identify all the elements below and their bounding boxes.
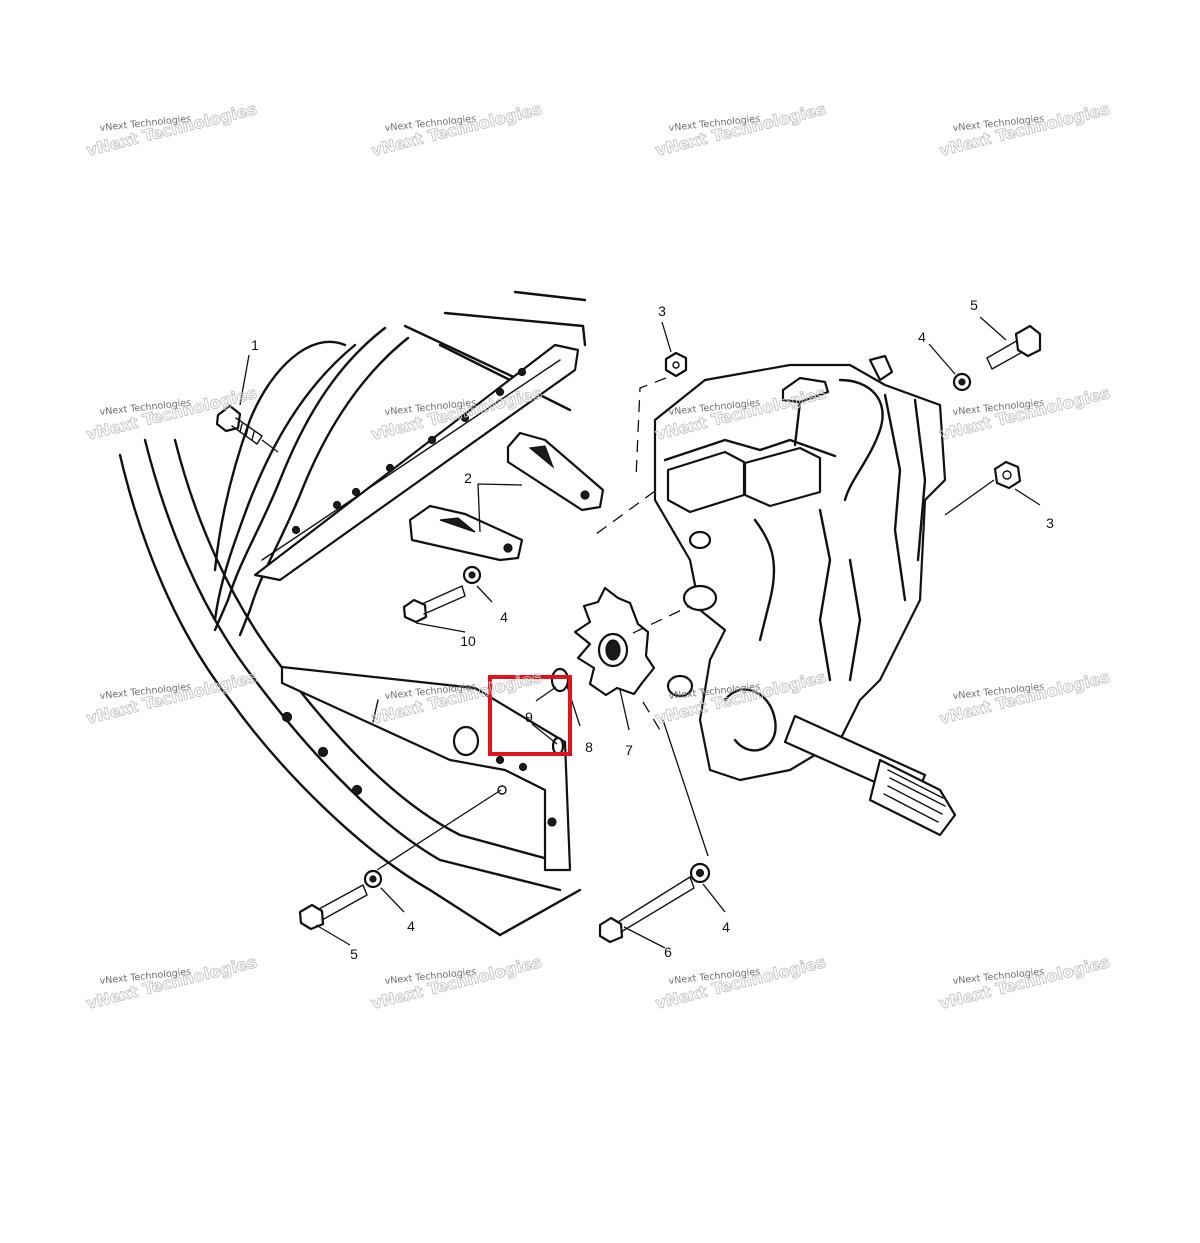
watermark: vNext Technologies vNext Technologies [653,952,828,1014]
watermark: vNext Technologies vNext Technologies [937,952,1112,1014]
callout-3-top: 3 [658,303,666,319]
bolt-5a [986,324,1042,370]
watermark: vNext Technologies vNext Technologies [369,952,544,1014]
callout-4-lower-left: 4 [407,918,415,934]
bolt-6 [598,876,695,944]
callout-1: 1 [251,337,259,353]
clip-9 [551,736,565,756]
bolt-5b [298,884,368,931]
callout-2: 2 [464,470,472,486]
highlight-box [488,675,572,756]
callout-4-upper-right: 4 [918,329,926,345]
bolt-10 [402,585,466,624]
callout-8: 8 [585,739,593,755]
bolt-1 [215,404,263,445]
watermark: vNext Technologies vNext Technologies [937,383,1112,445]
callout-10: 10 [460,633,476,649]
drive-sprocket-7 [573,586,656,697]
watermark: vNext Technologies vNext Technologies [653,99,828,161]
watermark: vNext Technologies vNext Technologies [369,99,544,161]
watermarks: vNext Technologies vNext Technologies vN… [84,99,1112,1014]
callout-3-right: 3 [1046,515,1054,531]
leader-lines [239,316,1041,949]
watermark: vNext Technologies vNext Technologies [937,99,1112,161]
callout-4-mid: 4 [500,609,508,625]
mounting-bracket-2b [408,504,524,562]
watermark: vNext Technologies vNext Technologies [84,99,259,161]
callout-5-bottom: 5 [350,946,358,962]
washer-4c [363,869,383,889]
callout-7: 7 [625,742,633,758]
vehicle-frame [118,290,587,937]
washer-4d [689,862,711,884]
nut-3a [664,351,688,378]
callout-4-lower-right: 4 [722,919,730,935]
callout-5-top: 5 [970,297,978,313]
watermark: vNext Technologies vNext Technologies [84,667,259,729]
watermark: vNext Technologies vNext Technologies [84,952,259,1014]
callout-6: 6 [664,944,672,960]
transmission-housing [653,354,957,837]
washer-4a [462,565,482,585]
mounting-bracket-2a [506,431,605,512]
washer-4b [952,372,972,392]
callout-labels: 1 2 3 3 4 4 4 4 5 5 6 7 8 9 10 [251,297,1054,962]
nut-3b [993,460,1022,490]
rail-bolt-holes [291,367,527,535]
watermark: vNext Technologies vNext Technologies [937,667,1112,729]
callout-9: 9 [525,709,533,725]
